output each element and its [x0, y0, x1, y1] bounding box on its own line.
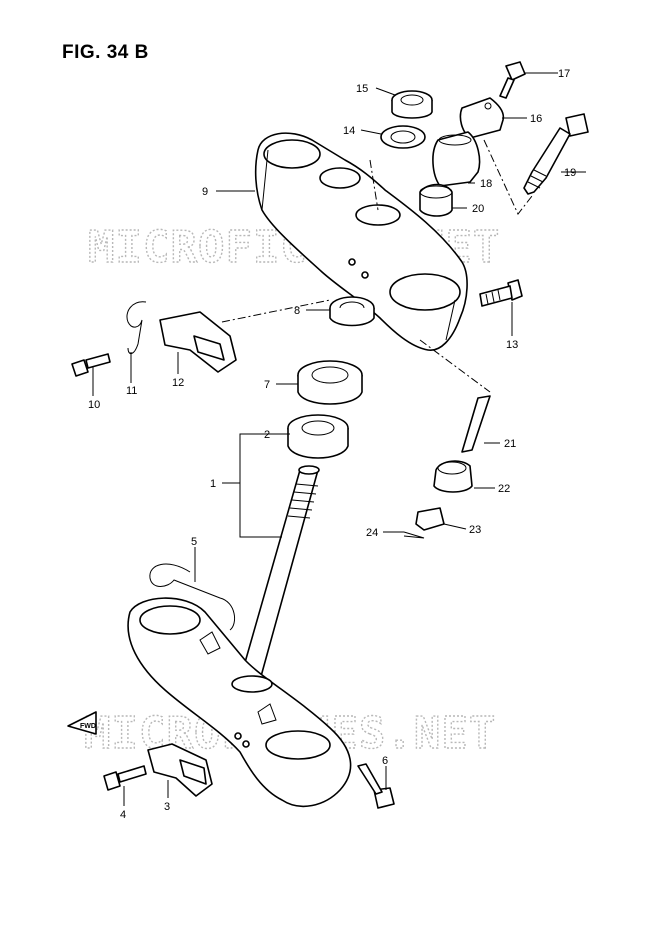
part-17-bolt — [499, 61, 526, 99]
callout-14: 14 — [343, 125, 355, 137]
part-16-clamp — [459, 97, 505, 139]
callout-20: 20 — [472, 203, 484, 215]
part-5-wire-clip — [149, 563, 236, 631]
centerline-16-19 — [483, 139, 533, 215]
part-4-bolt — [103, 765, 147, 791]
part-14-washer — [380, 125, 426, 149]
part-21-pin — [461, 395, 491, 453]
callout-10: 10 — [88, 399, 100, 411]
callout-2: 2 — [264, 429, 270, 441]
callout-labels: 17 15 16 14 18 19 9 20 8 13 10 11 12 7 2… — [88, 68, 576, 821]
centerline-bracket-21 — [419, 339, 491, 393]
leader-lines — [92, 72, 586, 806]
callout-11: 11 — [126, 385, 137, 397]
callout-3: 3 — [164, 801, 170, 813]
part-11-clip — [126, 301, 147, 354]
callout-19: 19 — [564, 167, 576, 179]
part-8-ring-nut — [329, 296, 375, 327]
callout-16: 16 — [530, 113, 542, 125]
callout-8: 8 — [294, 305, 300, 317]
fwd-label: FWD — [80, 723, 96, 730]
callout-7: 7 — [264, 379, 270, 391]
part-7-bearing — [297, 360, 363, 405]
callout-5: 5 — [191, 536, 197, 548]
part-1-steering-stem — [239, 465, 320, 681]
figure-title: FIG. 34 B — [62, 42, 149, 63]
callout-4: 4 — [120, 809, 126, 821]
part-13-bolt — [479, 279, 523, 307]
callout-18: 18 — [480, 178, 492, 190]
centerline-12-8 — [221, 299, 331, 323]
part-24-cotter-pin — [403, 531, 425, 539]
callout-23: 23 — [469, 524, 481, 536]
part-15-nut — [391, 90, 433, 119]
part-12-bracket — [159, 311, 237, 373]
fwd-arrow-icon: FWD — [67, 711, 97, 735]
callout-22: 22 — [498, 483, 510, 495]
callout-6: 6 — [382, 755, 388, 767]
callout-24: 24 — [366, 527, 378, 539]
part-19-bolt — [523, 113, 589, 195]
upper-bracket — [254, 132, 468, 351]
callout-15: 15 — [356, 83, 368, 95]
part-3-bracket — [147, 743, 213, 797]
callout-9: 9 — [202, 186, 208, 198]
part-20-cushion — [419, 183, 453, 217]
callout-1: 1 — [210, 478, 216, 490]
part-6-bolt — [357, 763, 395, 809]
lower-bracket — [127, 597, 352, 808]
part-2-bearing — [287, 414, 349, 459]
part-18-holder — [432, 131, 481, 187]
part-22-damper — [433, 460, 473, 493]
callout-21: 21 — [504, 438, 516, 450]
callout-12: 12 — [172, 377, 184, 389]
part-10-bolt — [71, 353, 111, 377]
callout-17: 17 — [558, 68, 570, 80]
part-23-nut — [415, 507, 445, 531]
callout-13: 13 — [506, 339, 518, 351]
